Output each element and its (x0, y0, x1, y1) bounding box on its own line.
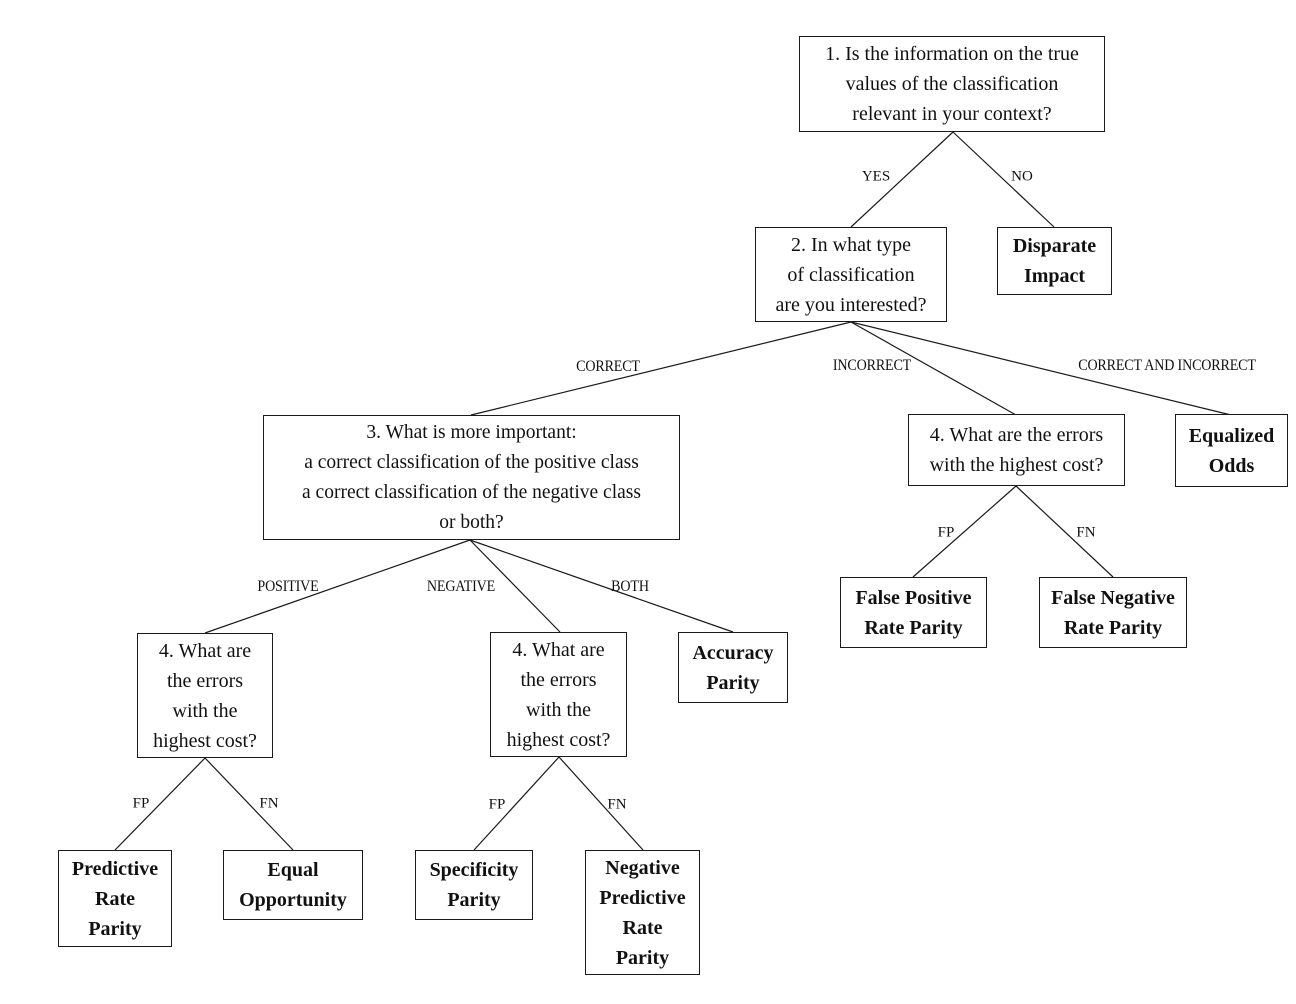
edge-label-both: BOTH (611, 578, 649, 595)
edge-correct (470, 321, 852, 416)
node-metric-disparate-impact: Disparate Impact (997, 227, 1112, 295)
edge-label-fn-left: FN (259, 795, 279, 812)
node-question-4-errors-highest-cost-positive: 4. What are the errors with the highest … (137, 633, 273, 758)
edge-incorrect (850, 321, 1017, 416)
node-metric-false-positive-rate-parity: False Positive Rate Parity (840, 577, 987, 648)
node-question-1-true-values-relevant: 1. Is the information on the true values… (799, 36, 1105, 132)
edge-label-correct: CORRECT (576, 358, 640, 375)
edge-label-fp-mid: FP (488, 796, 506, 813)
edge-label-fp-right: FP (937, 524, 955, 541)
edge-correct-and-incorrect (850, 321, 1232, 416)
node-question-2-classification-type: 2. In what type of classification are yo… (755, 227, 947, 322)
edge-negative (469, 539, 561, 633)
edge-label-fp-left: FP (132, 795, 150, 812)
edge-fn-right (1015, 485, 1114, 578)
node-metric-equal-opportunity: Equal Opportunity (223, 850, 363, 920)
edge-fp-right (912, 485, 1017, 578)
edge-fn-left (204, 757, 294, 851)
edge-label-negative: NEGATIVE (426, 578, 496, 595)
edge-fp-left (114, 757, 206, 851)
node-question-4-errors-highest-cost-negative: 4. What are the errors with the highest … (490, 632, 627, 757)
edge-label-fn-mid: FN (607, 796, 627, 813)
node-question-3-what-is-more-important: 3. What is more important: a correct cla… (263, 415, 680, 540)
edge-no (952, 131, 1055, 228)
edge-both (469, 539, 734, 633)
node-question-4-errors-highest-cost-incorrect: 4. What are the errors with the highest … (908, 414, 1125, 486)
edge-label-no: NO (1011, 168, 1033, 185)
node-metric-equalized-odds: Equalized Odds (1175, 414, 1288, 487)
edge-yes (850, 131, 954, 228)
node-metric-specificity-parity: Specificity Parity (415, 850, 533, 920)
edge-fn-mid (558, 756, 644, 851)
edge-label-yes: YES (861, 168, 891, 185)
node-metric-negative-predictive-rate-parity: Negative Predictive Rate Parity (585, 850, 700, 975)
edge-label-correct-and-incorrect: CORRECT AND INCORRECT (1078, 357, 1256, 374)
edge-label-incorrect: INCORRECT (832, 357, 912, 374)
edge-label-positive: POSITIVE (257, 578, 319, 595)
edge-fp-mid (473, 756, 560, 851)
node-metric-false-negative-rate-parity: False Negative Rate Parity (1039, 577, 1187, 648)
node-metric-accuracy-parity: Accuracy Parity (678, 632, 788, 703)
node-metric-predictive-rate-parity: Predictive Rate Parity (58, 850, 172, 947)
edge-label-fn-right: FN (1076, 524, 1096, 541)
edge-positive (204, 539, 471, 634)
